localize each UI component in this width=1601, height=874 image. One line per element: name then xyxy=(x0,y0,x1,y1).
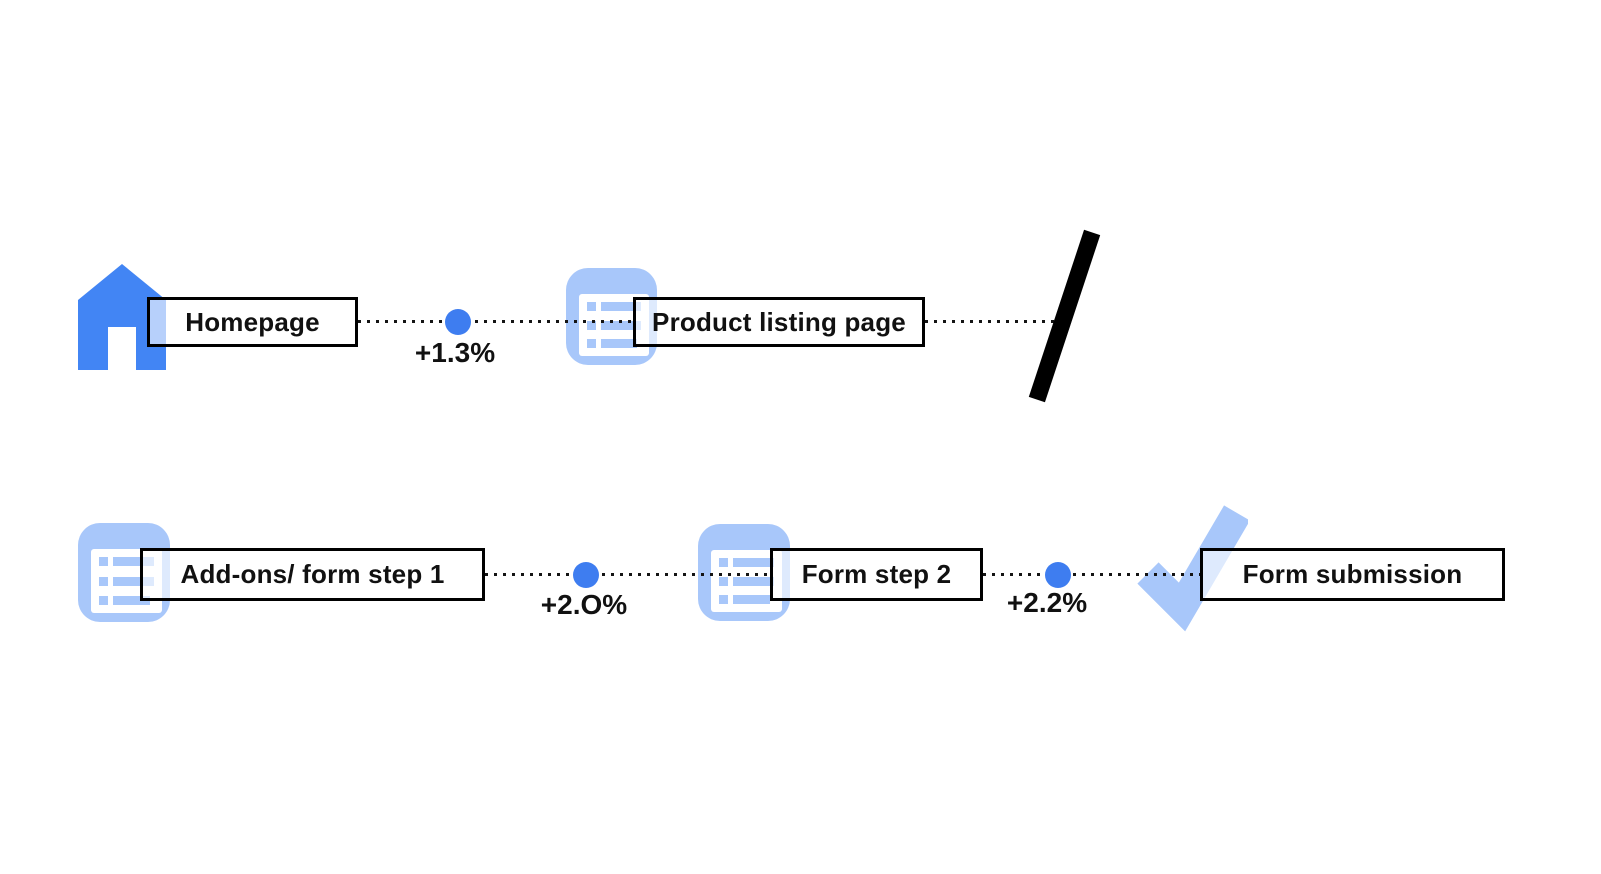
list-bullet xyxy=(719,595,728,604)
conversion-delta-label: +1.3% xyxy=(414,337,496,368)
node-label-text: Homepage xyxy=(185,306,320,337)
node-label-text: Add-ons/ form step 1 xyxy=(180,559,445,589)
list-bar xyxy=(733,558,774,567)
list-icon-row xyxy=(99,557,154,566)
list-bullet xyxy=(99,576,108,586)
list-bar xyxy=(601,339,637,348)
list-bullet xyxy=(587,320,596,330)
list-bar xyxy=(601,320,641,330)
node-label-homepage: Homepage xyxy=(147,297,358,347)
conversion-delta-label: +2.O% xyxy=(540,589,628,620)
list-bar xyxy=(113,557,154,566)
list-bullet xyxy=(719,576,728,586)
list-bar xyxy=(733,576,774,586)
slash-break-icon xyxy=(1028,229,1101,403)
node-label-text: Form step 2 xyxy=(801,559,952,589)
conversion-delta-label: +2.2% xyxy=(1006,587,1088,618)
list-icon-row xyxy=(99,576,154,586)
node-label-form-submission: Form submission xyxy=(1200,548,1505,601)
conversion-dot xyxy=(445,309,471,335)
list-icon-row xyxy=(587,302,641,311)
list-icon-row xyxy=(587,339,641,348)
dotted-connector xyxy=(983,573,1200,576)
home-icon-door xyxy=(107,326,137,370)
list-bullet xyxy=(719,558,728,567)
list-bar xyxy=(113,576,154,586)
list-bullet xyxy=(587,302,596,311)
list-icon-row xyxy=(719,558,774,567)
list-bullet xyxy=(99,596,108,605)
list-icon-row xyxy=(99,596,154,605)
node-label-product-listing-page: Product listing page xyxy=(633,297,925,347)
list-icon-row xyxy=(719,595,774,604)
node-label-form-step-2: Form step 2 xyxy=(770,548,983,601)
dotted-connector xyxy=(925,320,1055,323)
dotted-connector xyxy=(485,573,770,576)
list-bar xyxy=(113,596,150,605)
list-icon-row xyxy=(587,320,641,330)
node-label-text: Form submission xyxy=(1242,559,1463,589)
conversion-dot xyxy=(573,562,599,588)
list-bullet xyxy=(99,557,108,566)
check-icon xyxy=(1137,505,1248,632)
list-bullet xyxy=(587,339,596,348)
list-bar xyxy=(601,302,641,311)
list-icon-row xyxy=(719,576,774,586)
list-bar xyxy=(733,595,770,604)
dotted-connector xyxy=(358,320,633,323)
conversion-dot xyxy=(1045,562,1071,588)
node-label-text: Product listing page xyxy=(652,306,906,337)
node-label-addons-form-step-1: Add-ons/ form step 1 xyxy=(140,548,485,601)
